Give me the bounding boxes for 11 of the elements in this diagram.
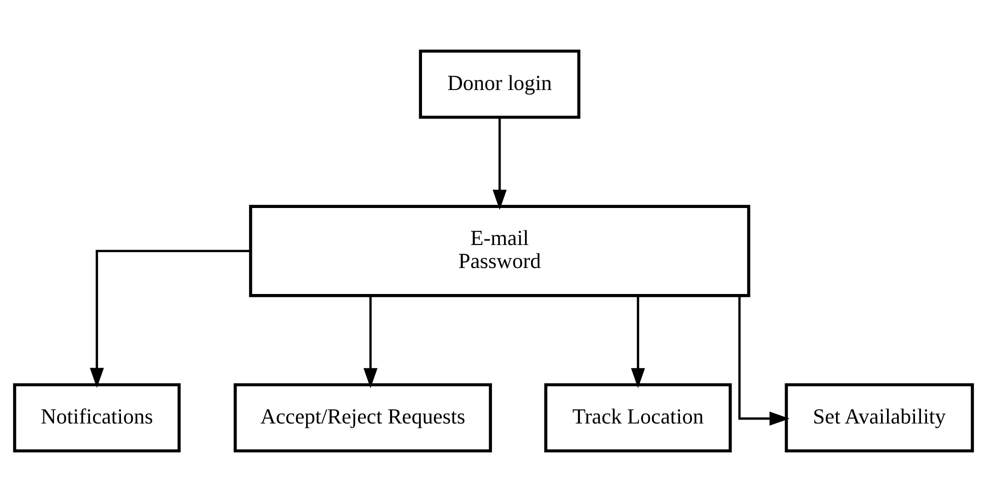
node-box: Set Availability — [784, 383, 974, 452]
node-box: E-mail Password — [249, 204, 750, 298]
arrow — [738, 296, 790, 426]
arrow — [631, 296, 646, 388]
node-box: Track Location — [544, 383, 732, 452]
node-box: Notifications — [13, 383, 181, 452]
node-box: Donor login — [418, 50, 580, 119]
arrow — [492, 118, 507, 210]
node-box: Accept/Reject Requests — [234, 383, 492, 452]
arrow — [90, 250, 250, 388]
arrow — [364, 296, 378, 388]
